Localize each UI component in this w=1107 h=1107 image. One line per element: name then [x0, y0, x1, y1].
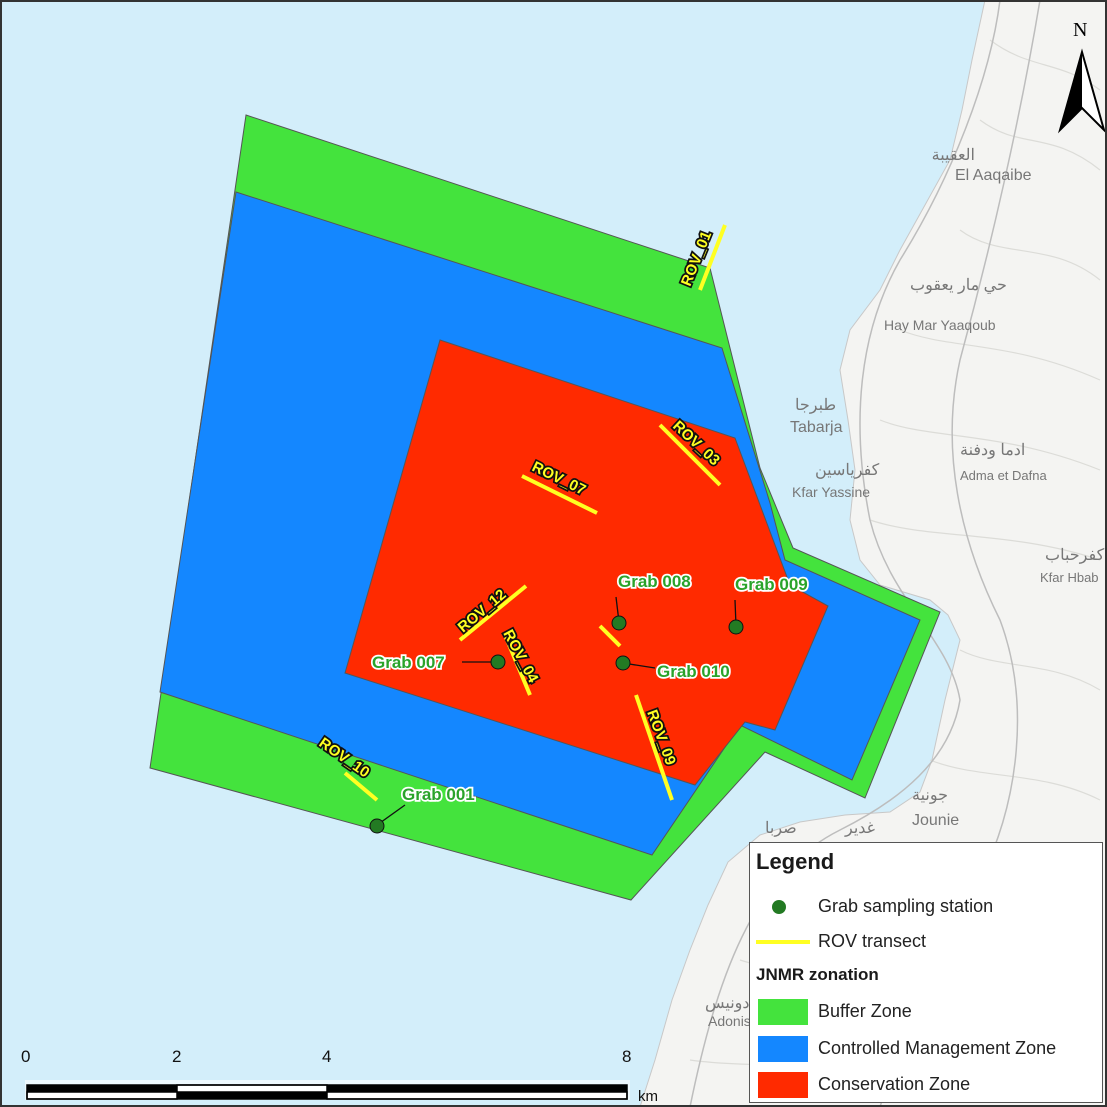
scale-tick-label: 8 — [622, 1047, 631, 1066]
north-label: N — [1073, 19, 1087, 41]
scale-tick-label: 2 — [172, 1047, 181, 1066]
rov-transect-line — [698, 224, 727, 291]
north-arrow: N — [1057, 19, 1107, 134]
place-name: Adonis — [708, 1013, 751, 1029]
place-name: El Aaqaibe — [955, 167, 1032, 184]
grab-station-label: Grab 007 — [372, 653, 445, 672]
place-name-arabic: غدير — [844, 820, 875, 837]
grab-station-dot — [369, 818, 385, 834]
rov-transect-line — [658, 423, 722, 487]
place-name-arabic: ادونيس — [705, 995, 754, 1012]
place-name-arabic: طبرجا — [795, 397, 836, 414]
grab-station-dot — [490, 654, 506, 670]
conservation-zone — [344, 339, 829, 786]
place-name: Tabarja — [790, 419, 843, 436]
rov-transect-line — [634, 694, 674, 801]
legend-item-station: Grab sampling station — [750, 893, 1102, 921]
land-area — [639, 0, 1107, 1107]
place-name-arabic: كفرياسين — [815, 462, 880, 479]
legend-item-buffer: Buffer Zone — [750, 998, 1102, 1026]
grab-station-label: Grab 001 — [402, 785, 475, 804]
legend-label: Buffer Zone — [818, 1001, 912, 1021]
legend-subheading: JNMR zonation — [756, 965, 879, 984]
rov-transect-line — [503, 634, 532, 696]
grab-station-dot — [728, 619, 744, 635]
legend-item-controlled: Controlled Management Zone — [750, 1035, 1102, 1063]
scale-bar: 0 2 4 8 km — [21, 1047, 658, 1105]
place-name: Adma et Dafna — [960, 468, 1047, 483]
grab-station-label: Grab 009 — [735, 575, 808, 594]
scale-unit-label: km — [638, 1088, 658, 1105]
conservation-swatch — [758, 1072, 808, 1098]
place-name-arabic: صربا — [765, 820, 797, 837]
grab-station-label: Grab 010 — [657, 662, 730, 681]
place-name-arabic: جونية — [912, 787, 948, 804]
legend-item-transect: ROV transect — [750, 928, 1102, 956]
legend-label: Controlled Management Zone — [818, 1038, 1057, 1058]
scale-tick-label: 4 — [322, 1047, 331, 1066]
legend-panel: Legend Grab sampling station ROV transec… — [749, 842, 1103, 1103]
place-name-arabic: العقيبة — [932, 147, 975, 164]
station-symbol — [772, 900, 786, 914]
grab-station-dot — [615, 655, 631, 671]
controlled-swatch — [758, 1036, 808, 1062]
place-name-arabic: كفرحباب — [1045, 547, 1105, 564]
place-name: Kfar Yassine — [792, 484, 870, 500]
legend-label: ROV transect — [818, 931, 927, 951]
place-name-arabic: حي مار يعقوب — [910, 277, 1007, 294]
place-name-arabic: ادما ودفنة — [960, 442, 1025, 459]
scale-tick-label: 0 — [21, 1047, 30, 1066]
place-name: Jounie — [912, 812, 959, 829]
buffer-swatch — [758, 999, 808, 1025]
legend-label: Conservation Zone — [818, 1074, 971, 1094]
place-name: Kfar Hbab — [1040, 570, 1099, 585]
grab-station-dot — [611, 615, 627, 631]
legend-subheading-row: JNMR zonation — [750, 962, 1102, 990]
place-name: Hay Mar Yaaqoub — [884, 317, 996, 333]
transect-symbol — [756, 940, 810, 944]
legend-title: Legend — [756, 849, 835, 874]
rov-transect-line — [598, 624, 622, 648]
legend-item-conservation: Conservation Zone — [750, 1071, 1102, 1099]
grab-station-label: Grab 008 — [618, 572, 691, 591]
rov-transect-line — [521, 474, 598, 515]
rov-transect-line — [458, 584, 528, 642]
legend-label: Grab sampling station — [818, 896, 994, 916]
rov-transect-line — [343, 771, 379, 802]
